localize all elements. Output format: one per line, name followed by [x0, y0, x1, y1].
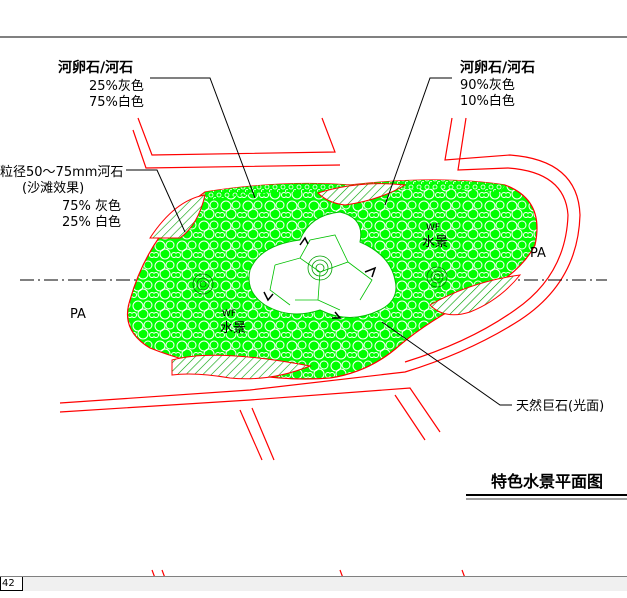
gravel-line2: 25% 白色 — [62, 214, 121, 230]
annotation-pebble-left: 河卵石/河石 25%灰色 75%白色 — [58, 59, 144, 110]
pebble-left-line2: 75%白色 — [89, 94, 144, 110]
pa-label-right: PA — [530, 246, 546, 261]
path-outlines — [59, 117, 581, 579]
wf-label-right: WF — [426, 223, 440, 233]
layout-tab-bar — [0, 576, 627, 591]
hatch-area-bottom — [171, 354, 312, 380]
hatch-area-top — [317, 183, 407, 206]
pebble-right-line2: 10%白色 — [460, 93, 515, 109]
water-label-left: 水景 — [220, 321, 246, 336]
pa-label-left: PA — [70, 307, 86, 322]
pebble-right-name: 河卵石/河石 — [460, 59, 535, 76]
gravel-line1: 75% 灰色 — [62, 198, 121, 214]
annotation-gravel: 粒径50～75mm河石 (沙滩效果) 75% 灰色 25% 白色 — [0, 165, 123, 230]
annotation-pebble-right: 河卵石/河石 90%灰色 10%白色 — [460, 59, 535, 109]
pebble-left-line1: 25%灰色 — [89, 78, 144, 94]
pebble-left-name: 河卵石/河石 — [58, 59, 133, 76]
fountain-rings — [192, 266, 448, 295]
hatch-area-right — [429, 274, 522, 316]
leader-lines — [126, 77, 512, 406]
gravel-name: 粒径50～75mm河石 — [0, 165, 123, 180]
natural-boulder — [248, 211, 397, 318]
gravel-note: (沙滩效果) — [22, 181, 84, 196]
pebble-right-line1: 90%灰色 — [460, 77, 515, 93]
layout-tab[interactable]: 42 — [0, 577, 23, 591]
flow-arrows — [263, 236, 377, 319]
rock-label: 天然巨石(光面) — [516, 398, 604, 414]
drawing-title: 特色水景平面图 — [491, 472, 603, 491]
water-label-right: 水景 — [422, 235, 448, 250]
wf-label-left: WF — [222, 309, 236, 319]
